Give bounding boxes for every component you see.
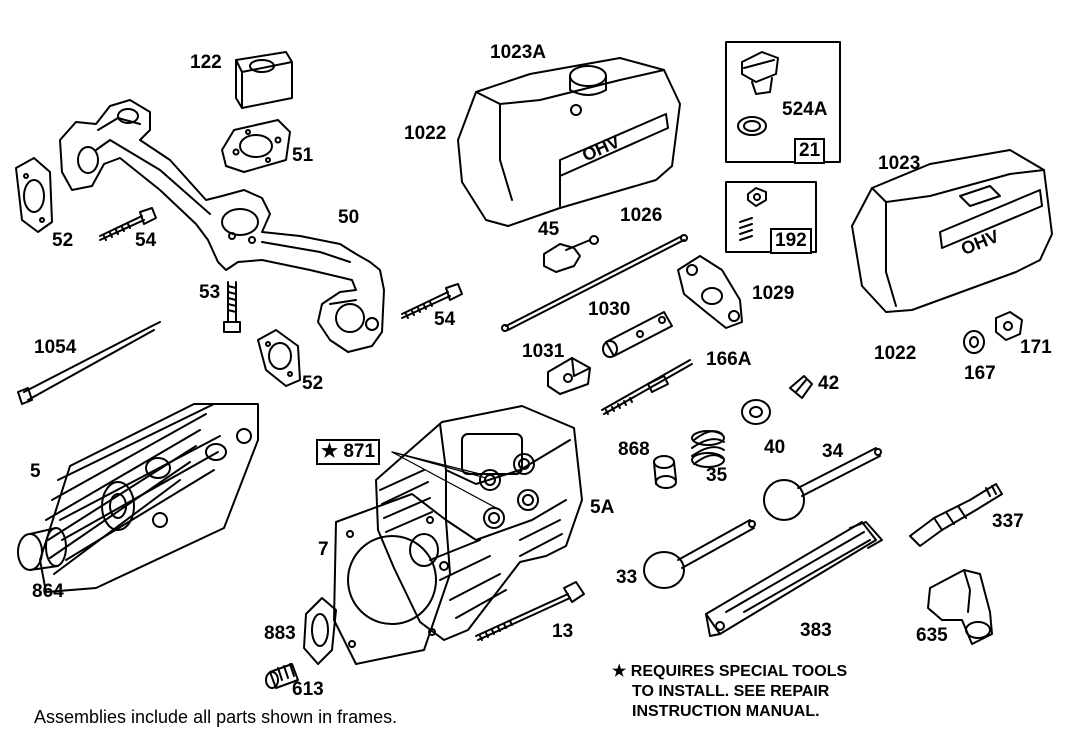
part-35-spring (692, 431, 724, 467)
part-171-nut (996, 312, 1022, 340)
label-1022-left: 1022 (404, 123, 447, 144)
label-613: 613 (292, 679, 324, 700)
part-54-bolt-left (100, 208, 156, 240)
label-33: 33 (616, 567, 638, 588)
part-1054-bolt (18, 322, 160, 404)
label-871: 871 (343, 441, 376, 462)
label-1022-right: 1022 (874, 343, 917, 364)
part-53-stud (224, 282, 240, 332)
label-337: 337 (992, 511, 1024, 532)
part-52-gasket-right (258, 330, 300, 386)
label-51: 51 (292, 145, 314, 166)
label-524a: 524A (782, 99, 828, 120)
part-40-washer (742, 400, 770, 424)
label-50: 50 (338, 207, 360, 228)
cover-embossing-left: OHV (579, 131, 623, 165)
label-7: 7 (318, 539, 329, 560)
label-1030: 1030 (588, 299, 631, 320)
part-52-gasket-left (16, 158, 52, 232)
label-54-left: 54 (135, 230, 157, 251)
part-864-sleeve (18, 528, 66, 570)
label-868: 868 (618, 439, 650, 460)
part-1029-rocker-arm (678, 256, 742, 328)
star-icon: ★ (321, 441, 339, 462)
label-21: 21 (794, 138, 826, 164)
label-167: 167 (964, 363, 996, 384)
part-613-screw (266, 664, 298, 688)
part-122-spacer (236, 52, 292, 108)
part-868-seal (654, 456, 676, 488)
label-635: 635 (916, 625, 948, 646)
label-42: 42 (818, 373, 840, 394)
part-167-washer (964, 331, 984, 353)
part-51-gasket (222, 120, 290, 172)
part-871-leaders (392, 452, 500, 510)
label-35: 35 (706, 465, 728, 486)
part-1022-rocker-cover-left: OHV (458, 58, 680, 226)
label-52-right: 52 (302, 373, 324, 394)
label-166a: 166A (706, 349, 752, 370)
label-1023: 1023 (878, 153, 921, 174)
part-13-head-bolt (476, 582, 584, 640)
part-54-bolt-right (402, 284, 462, 318)
label-1023a: 1023A (490, 42, 546, 63)
part-50-manifold (60, 100, 384, 352)
label-54-right: 54 (434, 309, 456, 330)
label-122: 122 (190, 52, 222, 73)
label-192: 192 (770, 228, 812, 254)
label-40: 40 (764, 437, 786, 458)
part-883-gasket (304, 598, 336, 664)
label-1031: 1031 (522, 341, 565, 362)
special-tools-note: ★ REQUIRES SPECIAL TOOLS TO INSTALL. SEE… (612, 662, 847, 722)
label-5a: 5A (590, 497, 615, 518)
part-166a-rod (602, 360, 692, 414)
special-tools-note-line-2: TO INSTALL. SEE REPAIR (632, 683, 830, 700)
label-864: 864 (32, 581, 64, 602)
label-383: 383 (800, 620, 832, 641)
part-42-keeper (790, 376, 812, 398)
label-5: 5 (30, 461, 41, 482)
label-34: 34 (822, 441, 844, 462)
special-tools-note-line-3: INSTRUCTION MANUAL. (632, 703, 820, 720)
label-1029: 1029 (752, 283, 795, 304)
label-883: 883 (264, 623, 296, 644)
label-1054: 1054 (34, 337, 77, 358)
part-635-spark-boot (928, 570, 992, 644)
part-5-head-fins (40, 404, 258, 592)
part-337-spark-plug (910, 484, 1002, 546)
label-53: 53 (199, 282, 221, 303)
label-45: 45 (538, 219, 560, 240)
part-1031-guide (548, 358, 590, 394)
star-icon: ★ (612, 663, 627, 680)
part-34-valve (764, 448, 881, 520)
part-1026-pushrod (502, 235, 687, 331)
assemblies-footer: Assemblies include all parts shown in fr… (34, 707, 398, 727)
special-tools-note-line-1: ★ REQUIRES SPECIAL TOOLS (612, 663, 848, 680)
label-13: 13 (552, 621, 574, 642)
part-45-pivot (544, 236, 598, 272)
part-1023-rocker-cover-right: OHV (852, 150, 1052, 312)
cover-embossing-right: OHV (958, 226, 1002, 259)
label-52-left: 52 (52, 230, 74, 251)
frame-21 (726, 42, 840, 162)
label-871-frame: ★ 871 (316, 439, 381, 465)
part-383-tool (706, 522, 882, 636)
label-171: 171 (1020, 337, 1052, 358)
part-7-head-gasket (334, 494, 450, 664)
label-1026: 1026 (620, 205, 663, 226)
part-33-valve (644, 520, 755, 588)
part-1030-rocker-shaft (603, 312, 672, 357)
part-5a-head-assembly (376, 406, 582, 640)
